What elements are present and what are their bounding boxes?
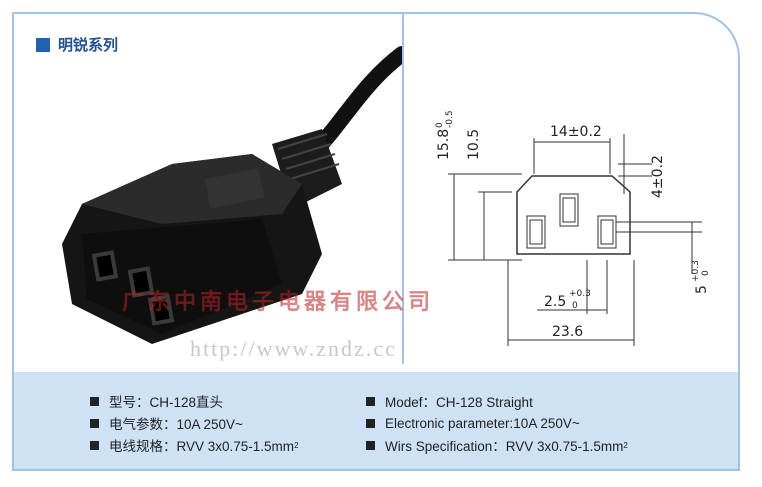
spec-text: 电气参数：10A 250V~: [109, 417, 243, 432]
spec-superscript: 2: [623, 440, 628, 450]
dim-pin-offset-tol-upper: +0.3: [691, 260, 701, 282]
spec-text: Modef：CH-128 Straight: [385, 395, 533, 410]
dim-overall-height-tol-lower: -0.5: [445, 110, 455, 128]
bullet-icon: [366, 440, 375, 450]
product-frame: 明锐系列: [12, 12, 740, 471]
spec-text: Electronic parameter:10A 250V~: [385, 415, 580, 431]
spec-text: 电线规格：RVV 3x0.75-1.5mm: [109, 439, 295, 454]
bullet-icon: [90, 440, 99, 450]
dim-pin-offset-tol-lower: 0: [701, 270, 711, 276]
spec-text: 型号：CH-128直头: [109, 395, 224, 410]
dim-overall-height-tol-upper: 0: [435, 122, 445, 128]
spec-row-model-en: Modef：CH-128 Straight: [366, 390, 628, 412]
panel-divider: [402, 14, 404, 364]
company-watermark: 广东中南电子电器有限公司: [122, 289, 435, 315]
website-watermark: http://www.zndz.cc: [190, 336, 397, 361]
dim-overall-height: 15.8: [436, 129, 452, 160]
bullet-icon: [90, 396, 99, 406]
dim-pin-offset: 5: [694, 285, 710, 294]
dim-top-width: 14±0.2: [550, 124, 602, 140]
dim-side: 4±0.2: [650, 155, 666, 198]
title-square-icon: [36, 37, 50, 52]
dim-inner-height: 10.5: [466, 129, 482, 160]
dim-bottom-width: 23.6: [552, 324, 583, 340]
bullet-icon: [90, 418, 99, 428]
spec-column-english: Modef：CH-128 Straight Electronic paramet…: [366, 390, 628, 456]
dimension-drawing: 15.8 0 -0.5 10.5 14±0.2 4±0.2 5 +0.3 0 2…: [435, 110, 711, 346]
bullet-icon: [366, 418, 375, 428]
spec-row-electric-cn: 电气参数：10A 250V~: [90, 412, 299, 434]
spec-row-electric-en: Electronic parameter:10A 250V~: [366, 412, 628, 434]
spec-panel: 型号：CH-128直头 电气参数：10A 250V~ 电线规格：RVV 3x0.…: [14, 372, 738, 469]
bullet-icon: [366, 396, 375, 406]
dim-pin-spacing-tol-upper: +0.3: [569, 289, 591, 299]
dim-pin-spacing: 2.5: [544, 294, 566, 310]
spec-column-chinese: 型号：CH-128直头 电气参数：10A 250V~ 电线规格：RVV 3x0.…: [90, 390, 299, 456]
spec-superscript: 2: [294, 440, 299, 450]
dim-pin-spacing-tol-lower: 0: [572, 301, 578, 311]
spec-text: Wirs Specification：RVV 3x0.75-1.5mm: [385, 439, 624, 454]
spec-row-model-cn: 型号：CH-128直头: [90, 390, 299, 412]
series-title: 明锐系列: [36, 34, 118, 55]
connector-photo: [62, 46, 402, 344]
series-title-text: 明锐系列: [58, 36, 119, 54]
